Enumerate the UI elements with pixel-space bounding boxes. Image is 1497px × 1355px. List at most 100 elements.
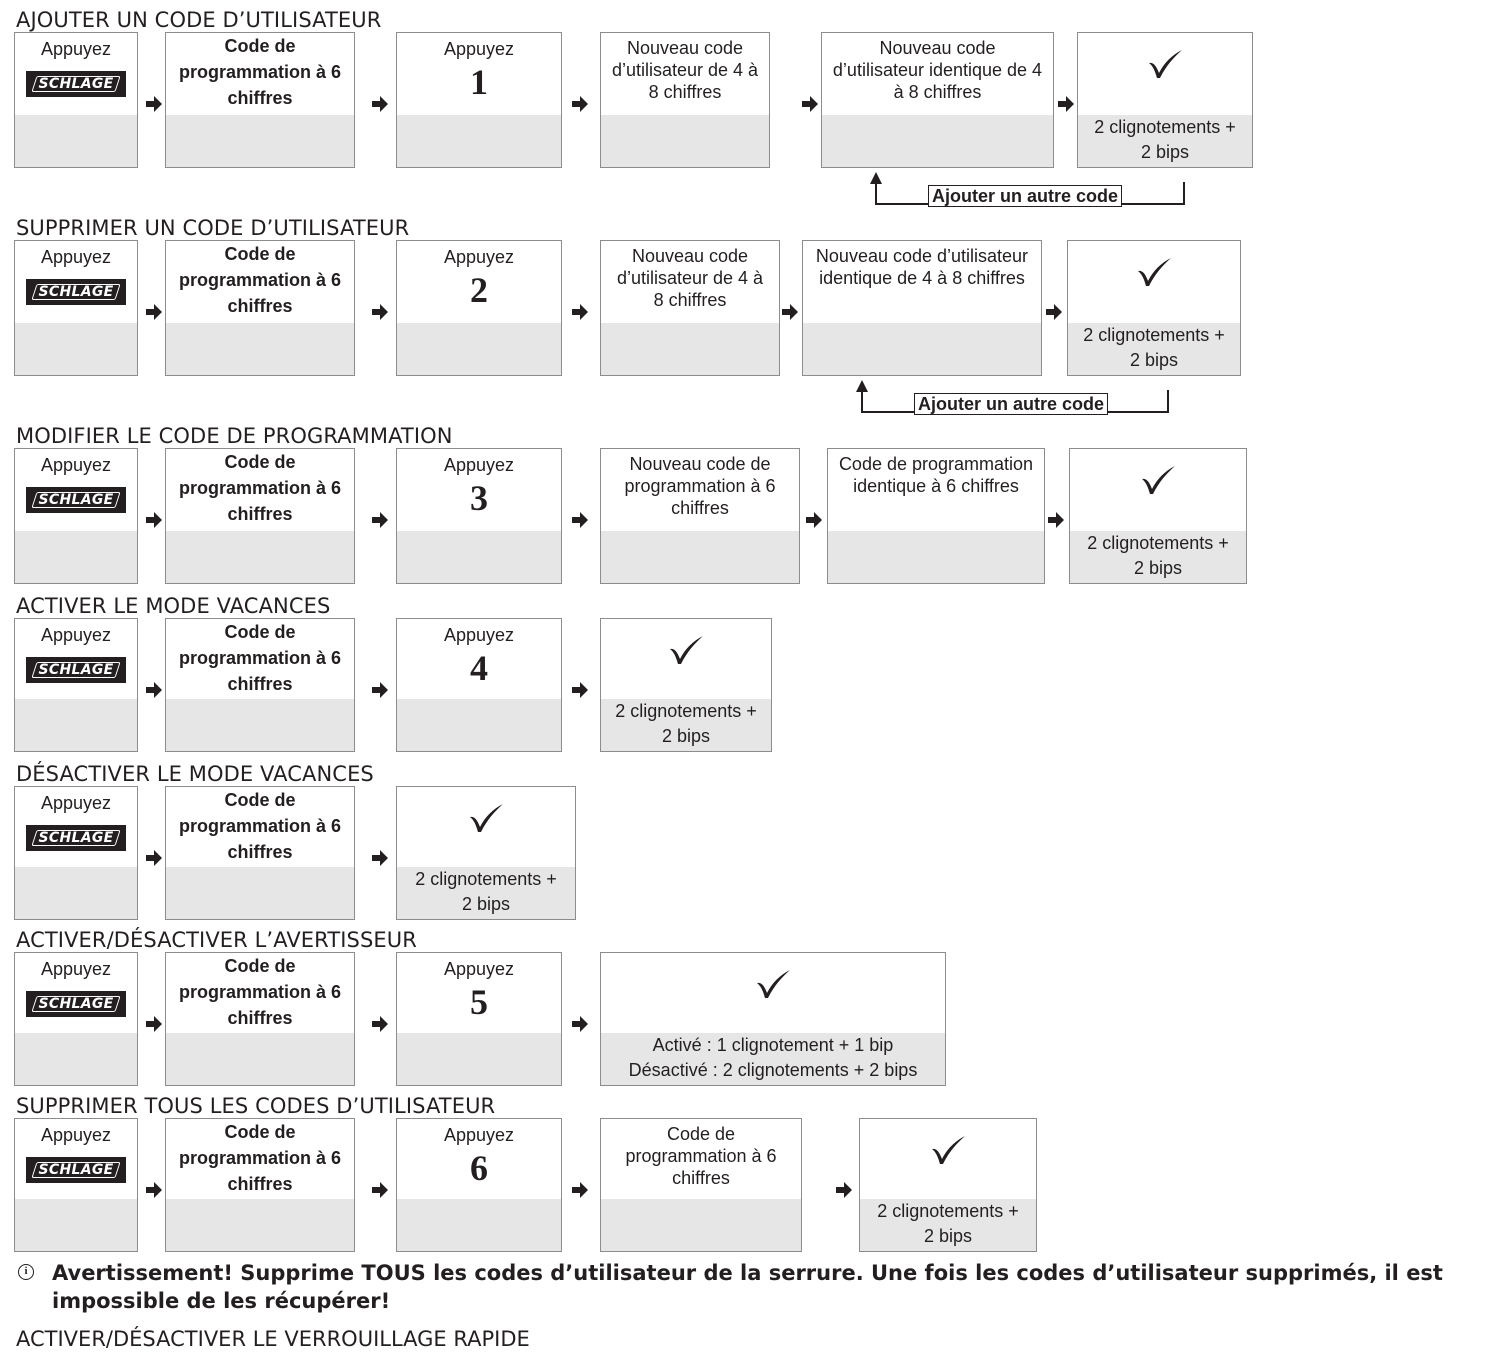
checkmark-icon (757, 970, 790, 998)
checkmark-icon (470, 804, 503, 832)
step-top (860, 1119, 1036, 1199)
arrow-right-icon (372, 850, 388, 866)
press-label: Appuyez (443, 959, 515, 979)
step-box: Nouveau code d’utilisateur de 4 à 8 chif… (600, 32, 770, 168)
step-top (601, 619, 771, 699)
step-top: Code de programmation à 6 chiffres (166, 787, 354, 867)
programming-code-label: Code de programmation à 6 chiffres (178, 956, 342, 1028)
add-another-code-label: Ajouter un autre code (914, 393, 1109, 415)
step-top: Nouveau code d’utilisateur de 4 à 8 chif… (601, 33, 769, 115)
new-code-label: Nouveau code d’utilisateur de 4 à 8 chif… (611, 38, 759, 102)
press-label: Appuyez (443, 247, 515, 267)
step-result: 2 clignotements + 2 bips (397, 865, 575, 919)
schlage-logo: SCHLAGE (26, 71, 126, 97)
schlage-logo: SCHLAGE (26, 825, 126, 851)
schlage-logo-text: SCHLAGE (38, 662, 114, 678)
step-top: Code de programmation à 6 chiffres (166, 619, 354, 699)
programming-code-label: Code de programmation à 6 chiffres (178, 244, 342, 316)
step-top: Nouveau code d’utilisateur identique de … (803, 241, 1041, 323)
arrow-right-icon (372, 512, 388, 528)
arrow-right-icon (372, 96, 388, 112)
checkmark-icon (932, 1136, 965, 1164)
step-box: Code de programmation à 6 chiffres (165, 32, 355, 168)
step-box: Code de programmation à 6 chiffres (165, 240, 355, 376)
press-label: Appuyez (443, 1125, 515, 1145)
arrow-right-icon (782, 304, 798, 320)
schlage-logo-text: SCHLAGE (38, 996, 114, 1012)
step-top: Code de programmation à 6 chiffres (166, 33, 354, 115)
add-another-code-label: Ajouter un autre code (928, 185, 1123, 207)
programming-code-label: Code de programmation à 6 chiffres (178, 622, 342, 694)
arrow-right-icon (372, 1016, 388, 1032)
schlage-logo-text: SCHLAGE (38, 492, 114, 508)
result-text: 2 clignotements + 2 bips (877, 1201, 1019, 1246)
step-box: 2 clignotements + 2 bips (1069, 448, 1247, 584)
new-code-label: Code de programmation à 6 chiffres (625, 1124, 777, 1188)
checkmark-icon (1142, 466, 1175, 494)
step-box: Nouveau code d’utilisateur identique de … (821, 32, 1054, 168)
repeat-loop-arrow-icon (870, 172, 1185, 205)
confirm-code-label: Nouveau code d’utilisateur identique de … (815, 246, 1029, 288)
step-box: 2 clignotements + 2 bips (859, 1118, 1037, 1252)
schlage-logo-text: SCHLAGE (38, 1162, 114, 1178)
arrow-right-icon (572, 96, 588, 112)
warning-note: i Avertissement! Supprime TOUS les codes… (18, 1259, 1488, 1315)
key-digit: 4 (470, 648, 488, 688)
arrow-right-icon (1048, 512, 1064, 528)
schlage-logo: SCHLAGE (26, 657, 126, 683)
press-label: Appuyez (40, 39, 112, 59)
step-top: Code de programmation à 6 chiffres (166, 449, 354, 531)
press-label: Appuyez (40, 793, 112, 813)
step-top: Nouveau code d’utilisateur de 4 à 8 chif… (601, 241, 779, 323)
step-result: 2 clignotements + 2 bips (1070, 529, 1246, 583)
schlage-logo-text: SCHLAGE (38, 76, 114, 92)
section-title: DÉSACTIVER LE MODE VACANCES (16, 762, 374, 786)
confirm-code-label: Nouveau code d’utilisateur identique de … (832, 38, 1043, 102)
arrow-right-icon (572, 1182, 588, 1198)
checkmark-icon (1138, 258, 1171, 286)
section-title: SUPPRIMER TOUS LES CODES D’UTILISATEUR (16, 1094, 496, 1118)
step-top: Nouveau code de programmation à 6 chiffr… (601, 449, 799, 531)
result-text: 2 clignotements + 2 bips (615, 701, 757, 746)
checkmark-icon (1149, 50, 1182, 78)
step-top (601, 953, 945, 1033)
section-title: MODIFIER LE CODE DE PROGRAMMATION (16, 424, 453, 448)
arrow-right-icon (146, 850, 162, 866)
new-code-label: Nouveau code d’utilisateur de 4 à 8 chif… (616, 246, 764, 310)
step-top: Code de programmation à 6 chiffres (166, 241, 354, 323)
confirm-code-label: Code de programmation identique à 6 chif… (838, 454, 1034, 496)
step-result: 2 clignotements + 2 bips (601, 697, 771, 751)
press-label: Appuyez (443, 39, 515, 59)
key-digit: 5 (470, 982, 488, 1022)
arrow-right-icon (572, 682, 588, 698)
step-result: 2 clignotements + 2 bips (860, 1197, 1036, 1251)
key-digit: 3 (470, 478, 488, 518)
info-circle-icon: i (18, 1264, 34, 1280)
schlage-logo-text: SCHLAGE (38, 284, 114, 300)
step-box: Code de programmation à 6 chiffres (165, 618, 355, 752)
step-result: 2 clignotements + 2 bips (1068, 321, 1240, 375)
arrow-right-icon (146, 682, 162, 698)
step-box: Nouveau code d’utilisateur identique de … (802, 240, 1042, 376)
checkmark-icon (670, 636, 703, 664)
step-box: Appuyez 5 (396, 952, 562, 1086)
step-top: Nouveau code d’utilisateur identique de … (822, 33, 1053, 115)
arrow-right-icon (572, 1016, 588, 1032)
